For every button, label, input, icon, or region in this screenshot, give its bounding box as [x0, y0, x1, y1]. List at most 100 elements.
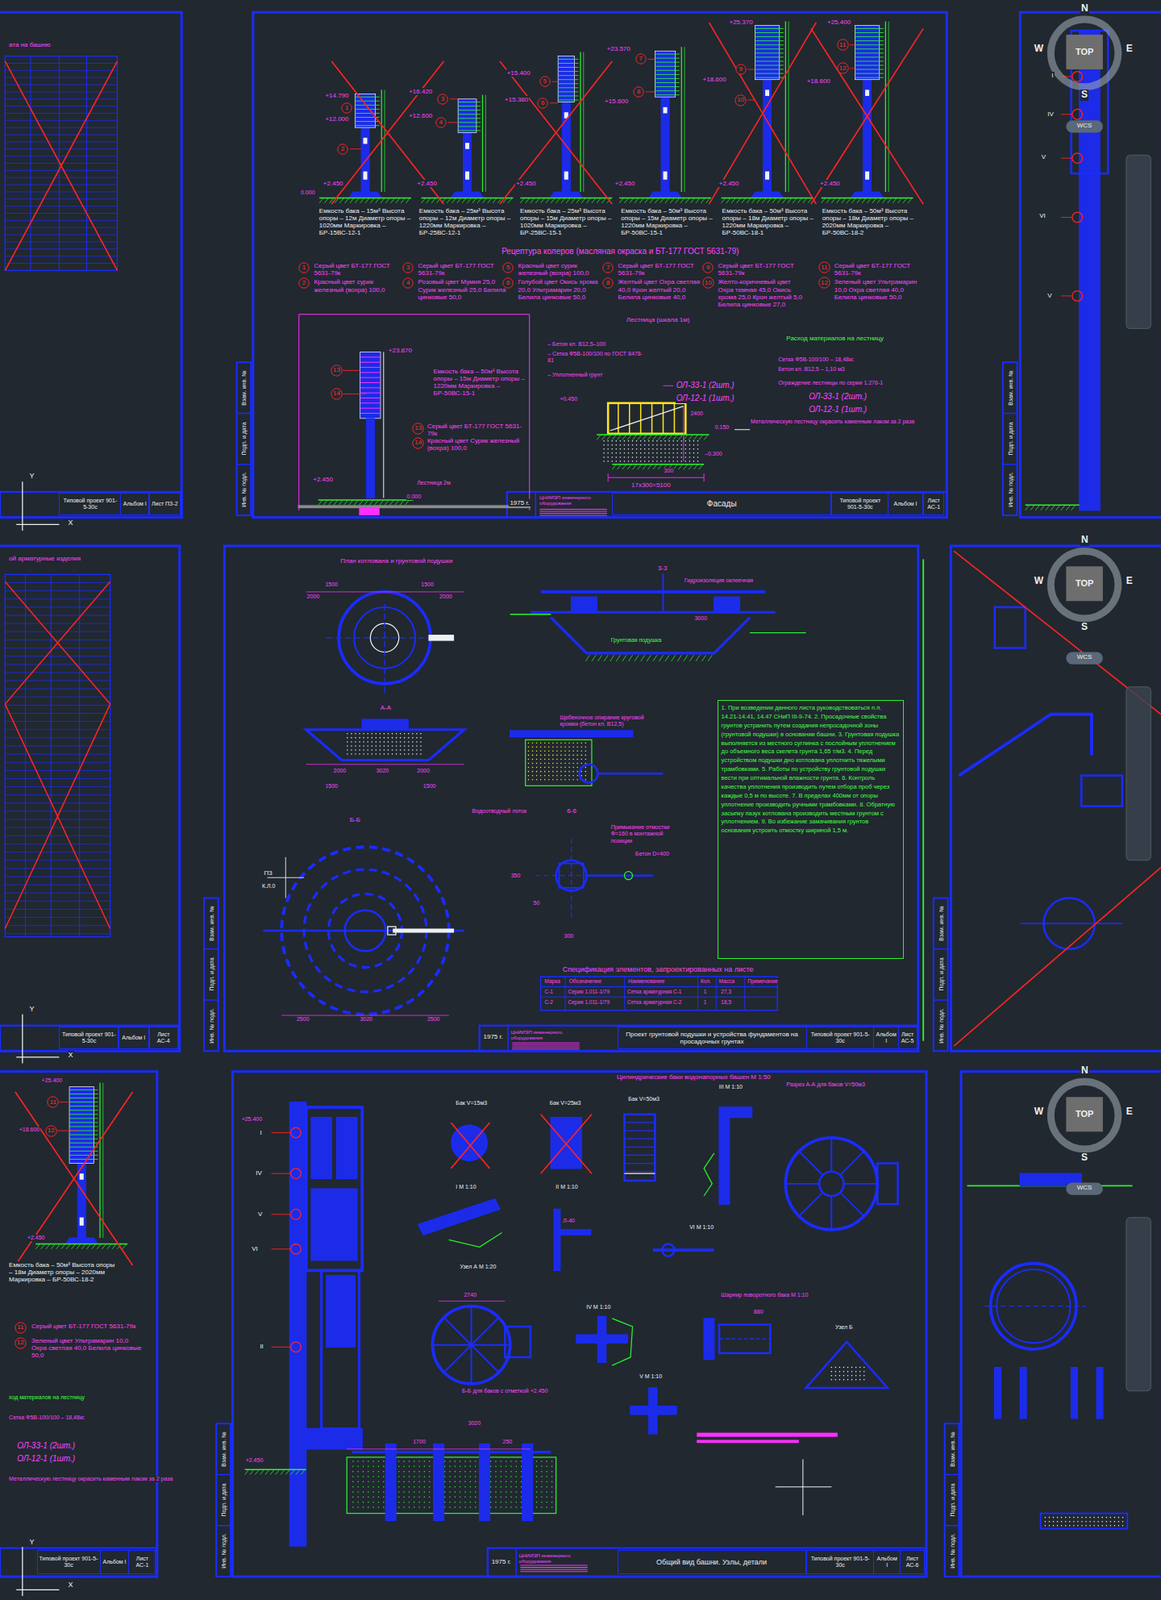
tank-band: [69, 1146, 98, 1148]
wheel-spoke: [432, 1344, 472, 1346]
gravel-dot: [1085, 1524, 1087, 1527]
annotation-label: Подп. и дата: [208, 957, 214, 992]
ground-hatch: [726, 197, 731, 203]
gravel-dot: [656, 448, 658, 450]
gravel-dot: [551, 1481, 554, 1483]
gravel-dot: [500, 1470, 503, 1473]
gravel-dot: [1052, 1516, 1055, 1519]
callout-leader: [57, 1130, 78, 1132]
gravel-dot: [551, 1465, 554, 1468]
callout-ring: [47, 1096, 59, 1107]
shaft-door: [564, 171, 569, 180]
gravel-dot: [545, 1506, 548, 1508]
shaft-door: [362, 137, 367, 145]
gravel-dot: [470, 1506, 472, 1508]
callout-circle: 2: [337, 143, 349, 155]
table-line: [4, 639, 110, 641]
gravel-dot: [843, 1374, 845, 1377]
ground-hatch: [354, 197, 359, 203]
gravel-dot: [551, 1475, 554, 1478]
ground-hatch: [280, 1468, 285, 1474]
gravel-dot: [444, 1506, 446, 1508]
annotation-label: Красный цвет Сурик железный (вохра) 100,…: [426, 436, 524, 452]
gravel-dot: [418, 1465, 421, 1468]
gravel-dot: [556, 778, 558, 781]
gravel-dot: [581, 754, 583, 757]
gravel-dot: [398, 1485, 400, 1488]
gravel-dot: [516, 1506, 518, 1508]
callout-ring: [337, 144, 348, 154]
dimension-line: [306, 590, 465, 592]
axis-line: [383, 603, 385, 694]
annotation-label: +2.450: [322, 179, 345, 188]
gravel-dot: [652, 444, 654, 446]
gravel-dot: [668, 456, 670, 458]
gravel-dot: [1081, 1524, 1083, 1527]
gravel-dot: [672, 444, 675, 446]
gravel-dot: [624, 460, 626, 462]
annotation-label: 300: [562, 932, 575, 940]
gravel-dot: [470, 1490, 472, 1493]
gravel-dot: [1065, 1516, 1067, 1519]
table-line: [4, 141, 117, 142]
gravel-dot: [424, 1506, 426, 1508]
ground-hatch: [668, 434, 673, 440]
tank-band: [854, 48, 883, 50]
margin-divider: [237, 412, 252, 415]
gravel-dot: [644, 452, 646, 454]
ground-hatch: [291, 1468, 296, 1474]
rod-eye: [661, 1243, 675, 1256]
annotation-label: Л-40: [561, 1217, 576, 1224]
annotation-label: Б-Б для баков с отметкой +2.450: [461, 1387, 558, 1395]
gravel-dot: [585, 750, 587, 753]
gravel-dot: [395, 736, 398, 739]
gravel-dot: [379, 753, 382, 755]
ground-hatch: [731, 197, 736, 203]
annotation-label: Емкость бака – 50м³ Высота опоры – 18м Д…: [721, 207, 820, 238]
gravel-dot: [556, 754, 558, 757]
gravel-dot: [644, 440, 646, 442]
ground-hatch: [660, 197, 665, 203]
annotation-label: Примечание: [746, 977, 779, 984]
gravel-dot: [346, 732, 349, 735]
gravel-dot: [685, 444, 687, 446]
cancel-cross: [811, 28, 924, 204]
ground-hatch: [632, 434, 637, 440]
gravel-dot: [831, 1378, 833, 1381]
gravel-dot: [346, 749, 349, 751]
gravel-dot: [536, 1490, 538, 1493]
table-line: [4, 631, 110, 633]
gravel-dot: [628, 452, 630, 454]
gravel-dot: [528, 778, 530, 781]
gravel-dot: [544, 750, 546, 753]
gravel-dot: [516, 1501, 518, 1503]
gravel-dot: [536, 1475, 538, 1478]
title-divider: [507, 1025, 509, 1052]
gravel-dot: [636, 448, 638, 450]
ground-hatch: [603, 654, 608, 662]
tower-pedestal: [750, 191, 783, 199]
gravel-dot: [640, 460, 642, 462]
annotation-label: +18.600: [702, 75, 728, 84]
ground-hatch: [561, 197, 566, 203]
annotation-label: Подп. и дата: [937, 957, 944, 992]
table-line: [744, 976, 745, 1011]
gravel-dot: [532, 774, 534, 777]
ground-hatch: [746, 197, 751, 203]
ground-hatch: [688, 464, 693, 470]
gravel-dot: [403, 1481, 405, 1483]
ground-hatch: [1065, 504, 1070, 510]
gravel-dot: [505, 1475, 508, 1478]
annotation-label: – Уплотненный грунт: [546, 371, 644, 379]
gravel-dot: [395, 749, 398, 751]
gravel-dot: [454, 1470, 457, 1473]
gravel-dot: [528, 745, 530, 748]
annotation-label: +18.600: [806, 77, 832, 85]
tower-pedestal: [65, 1237, 98, 1245]
cursor-line: [775, 1485, 833, 1487]
gravel-dot: [403, 1475, 405, 1478]
callout-ring: [819, 277, 830, 288]
gravel-dot: [611, 444, 613, 446]
pipe-well: [387, 926, 396, 935]
title-block-cell: Лист АС-5: [898, 1026, 918, 1049]
